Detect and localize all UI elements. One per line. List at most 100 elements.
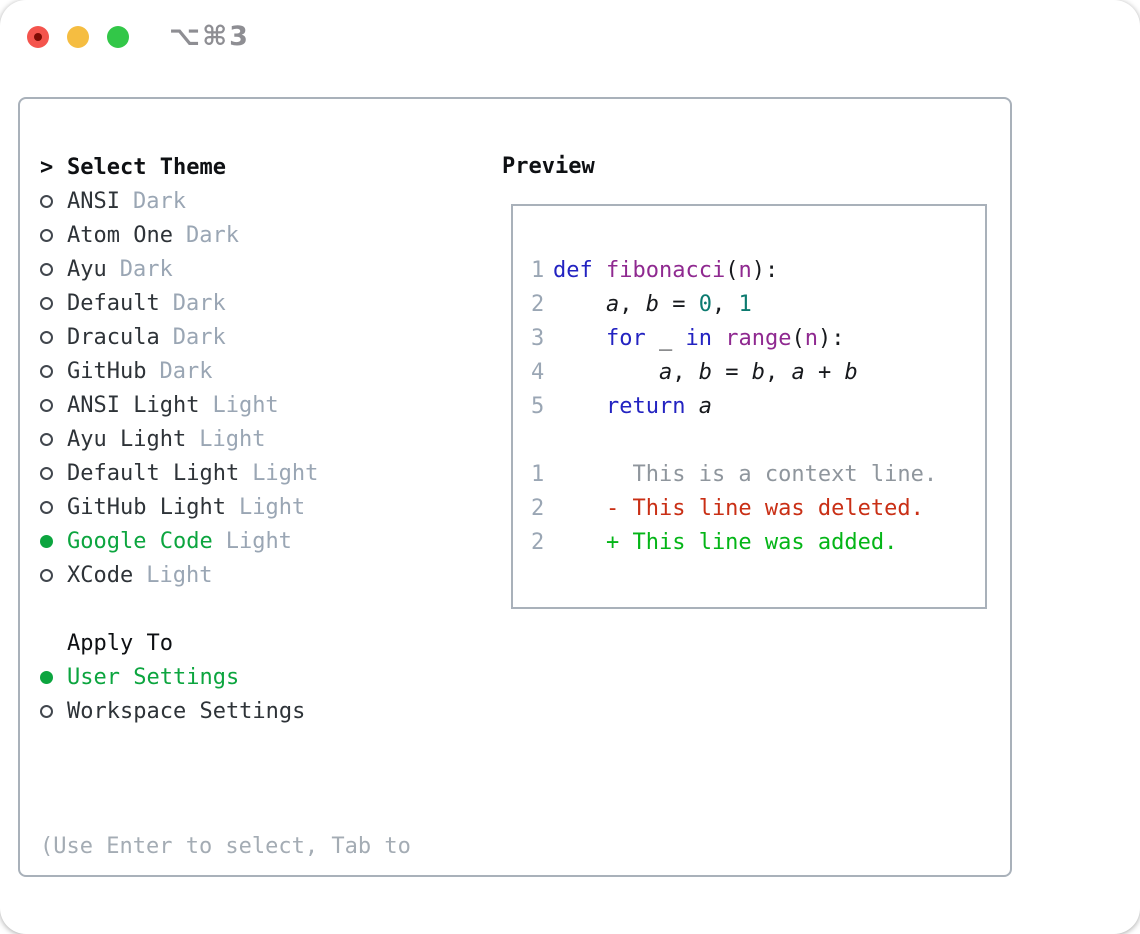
theme-variant-label: Dark bbox=[119, 256, 173, 282]
line-number: 1 bbox=[531, 461, 545, 487]
code-token-pl: ): bbox=[817, 325, 845, 351]
code-token-fn: fibonacci bbox=[605, 257, 726, 283]
code-token-vr: a bbox=[698, 393, 712, 419]
theme-variant-label: Light bbox=[252, 460, 319, 486]
theme-option-label: Google Code bbox=[67, 528, 213, 554]
preview-line: 4 a, b = b, a + b bbox=[513, 355, 985, 389]
code-token-pl: ( bbox=[725, 257, 739, 283]
preview-line: 2 + This line was added. bbox=[513, 525, 985, 559]
theme-option-label: XCode bbox=[67, 562, 134, 588]
apply-option-workspace-settings[interactable]: Workspace Settings bbox=[20, 694, 318, 728]
code-token-pl: , bbox=[711, 291, 739, 317]
theme-variant-label: Dark bbox=[132, 188, 186, 214]
radio-selected-icon bbox=[40, 670, 53, 684]
code-token-pl bbox=[553, 360, 659, 385]
zoom-button[interactable] bbox=[107, 26, 129, 48]
radio-icon bbox=[40, 296, 53, 310]
help-text: (Use Enter to select, Tab to change focu… bbox=[40, 762, 411, 934]
theme-option-ayu-light[interactable]: Ayu Light Light bbox=[20, 422, 318, 456]
line-number: 2 bbox=[531, 529, 545, 555]
radio-icon bbox=[40, 330, 53, 344]
preview-header: Preview bbox=[502, 154, 595, 179]
radio-selected-icon bbox=[40, 534, 53, 548]
select-theme-header: >Select Theme bbox=[20, 150, 318, 184]
line-number: 2 bbox=[531, 495, 545, 521]
code-token-pl bbox=[553, 394, 606, 419]
theme-option-default-light[interactable]: Default Light Light bbox=[20, 456, 318, 490]
theme-option-label: Dracula bbox=[67, 324, 160, 350]
radio-icon bbox=[40, 228, 53, 242]
code-token-ad: + This line was added. bbox=[553, 529, 898, 555]
radio-icon bbox=[40, 432, 53, 446]
code-token-pl bbox=[553, 292, 606, 317]
code-token-kw: return bbox=[605, 393, 686, 419]
theme-variant-label: Dark bbox=[172, 324, 226, 350]
theme-option-xcode[interactable]: XCode Light bbox=[20, 558, 318, 592]
theme-option-label: Ayu bbox=[67, 256, 107, 282]
theme-option-ansi-light[interactable]: ANSI Light Light bbox=[20, 388, 318, 422]
code-token-pl bbox=[712, 326, 725, 351]
theme-variant-label: Dark bbox=[172, 290, 226, 316]
code-token-pl: , bbox=[764, 359, 792, 385]
preview-line: 2 a, b = 0, 1 bbox=[513, 287, 985, 321]
preview-line: 1 def fibonacci(n): bbox=[513, 253, 985, 287]
theme-option-ayu[interactable]: Ayu Dark bbox=[20, 252, 318, 286]
minimize-button[interactable] bbox=[67, 26, 89, 48]
code-token-pl: ( bbox=[791, 325, 805, 351]
code-token-kw: for bbox=[605, 325, 646, 351]
close-button[interactable] bbox=[27, 26, 49, 48]
code-token-cx: This is a context line. bbox=[553, 461, 938, 487]
window-controls bbox=[27, 26, 129, 48]
theme-option-label: GitHub bbox=[67, 358, 147, 384]
theme-option-label: Default bbox=[67, 290, 160, 316]
theme-variant-label: Light bbox=[146, 562, 213, 588]
apply-to-header: Apply To bbox=[20, 626, 318, 660]
code-token-kw: def bbox=[553, 257, 606, 283]
help-line-1: (Use Enter to select, Tab to bbox=[40, 834, 411, 859]
apply-to-label: Apply To bbox=[67, 630, 173, 656]
code-token-pl: + bbox=[804, 359, 845, 385]
theme-option-label: Ayu Light bbox=[67, 426, 187, 452]
theme-option-label: ANSI bbox=[67, 188, 120, 214]
line-number: 2 bbox=[531, 291, 545, 317]
code-token-pl: = bbox=[658, 291, 699, 317]
theme-variant-label: Light bbox=[225, 528, 292, 554]
select-theme-label: Select Theme bbox=[67, 154, 226, 180]
line-number: 5 bbox=[531, 393, 545, 419]
theme-variant-label: Light bbox=[238, 494, 306, 520]
code-token-dl: - This line was deleted. bbox=[553, 495, 924, 521]
code-token-pl: , bbox=[619, 291, 646, 317]
code-token-fn: n bbox=[804, 325, 818, 351]
apply-option-user-settings[interactable]: User Settings bbox=[20, 660, 318, 694]
line-number: 1 bbox=[531, 257, 545, 283]
radio-icon bbox=[40, 364, 53, 378]
theme-option-google-code[interactable]: Google Code Light bbox=[20, 524, 318, 558]
code-token-nm: 0 bbox=[698, 291, 712, 317]
code-token-fn: n bbox=[738, 257, 752, 283]
preview-line: 5 return a bbox=[513, 389, 985, 423]
code-token-vr: b bbox=[844, 359, 858, 385]
radio-icon bbox=[40, 398, 53, 412]
theme-option-label: Default Light bbox=[67, 460, 240, 486]
theme-option-label: ANSI Light bbox=[67, 392, 200, 418]
theme-option-ansi[interactable]: ANSI Dark bbox=[20, 184, 318, 218]
theme-option-label: Atom One bbox=[67, 222, 173, 248]
radio-icon bbox=[40, 194, 53, 208]
preview-line: 2 - This line was deleted. bbox=[513, 491, 985, 525]
theme-option-dracula[interactable]: Dracula Dark bbox=[20, 320, 318, 354]
code-token-fn: range bbox=[725, 325, 792, 351]
theme-variant-label: Light bbox=[212, 392, 279, 418]
code-token-pl: ): bbox=[751, 257, 779, 283]
code-token-nm: 1 bbox=[738, 291, 752, 317]
preview-line bbox=[513, 423, 985, 457]
theme-option-default[interactable]: Default Dark bbox=[20, 286, 318, 320]
theme-variant-label: Light bbox=[199, 426, 266, 452]
